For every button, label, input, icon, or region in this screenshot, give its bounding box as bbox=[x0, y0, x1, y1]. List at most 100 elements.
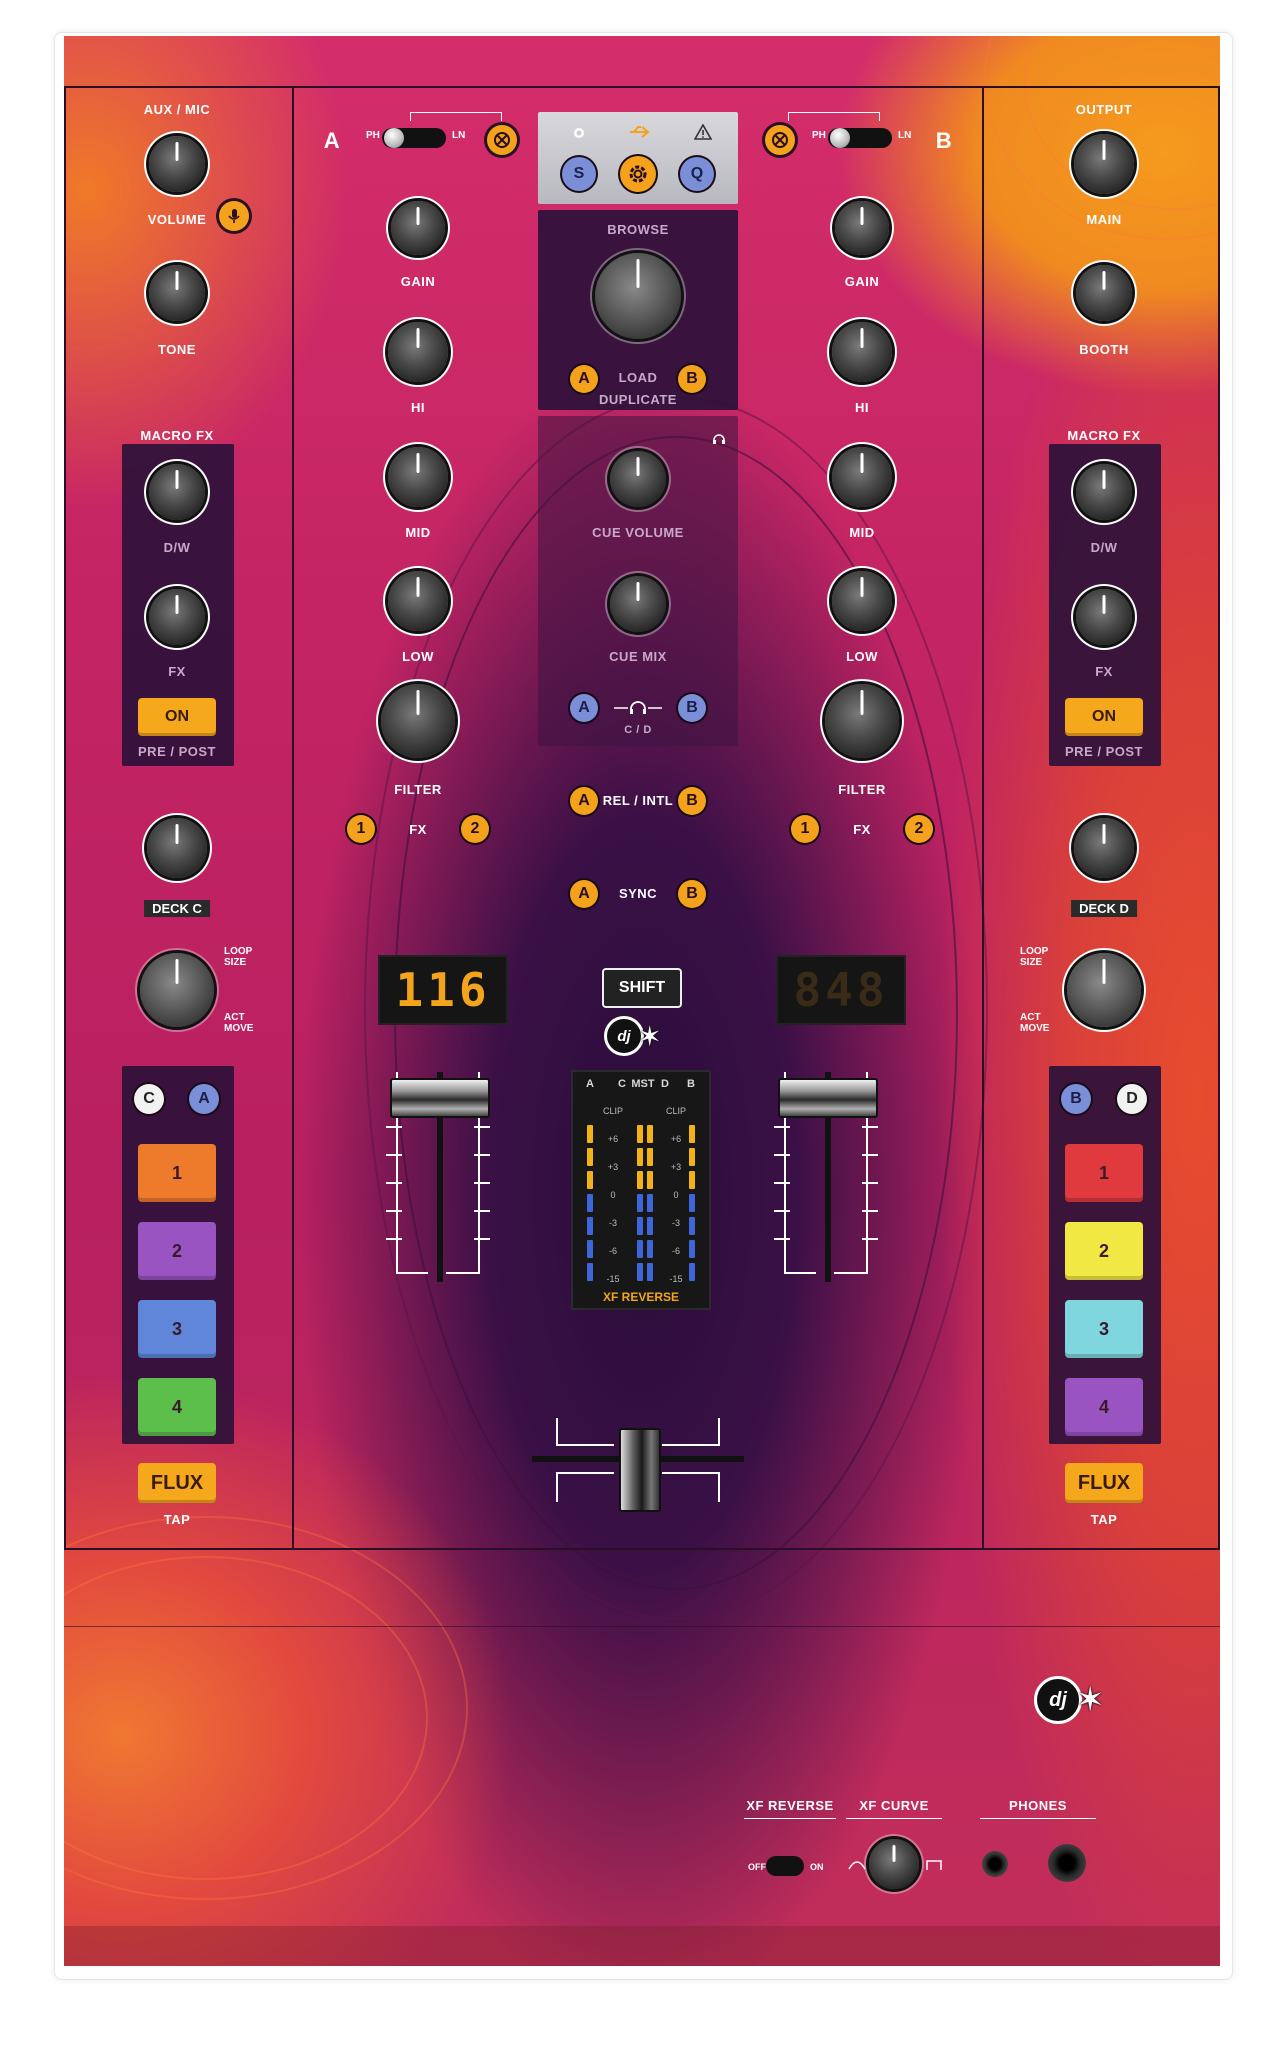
sync-b-button[interactable]: B bbox=[678, 880, 706, 908]
macro-fx-knob[interactable] bbox=[1076, 589, 1132, 645]
pad-1[interactable]: 1 bbox=[1065, 1144, 1143, 1202]
loop-size-encoder[interactable] bbox=[140, 953, 214, 1027]
meter-scale: 0 bbox=[610, 1190, 616, 1200]
browse-encoder[interactable] bbox=[595, 253, 681, 339]
macro-on-button[interactable]: ON bbox=[1065, 698, 1143, 736]
hi-eq-knob[interactable] bbox=[388, 322, 448, 382]
deck-d-knob[interactable] bbox=[1074, 818, 1134, 878]
no-stop-icon[interactable] bbox=[765, 125, 795, 155]
flux-button[interactable]: FLUX bbox=[1065, 1463, 1143, 1503]
booth-knob[interactable] bbox=[1076, 265, 1132, 321]
fader-guide bbox=[396, 1272, 428, 1274]
channel-b-fader[interactable] bbox=[778, 1078, 878, 1118]
low-eq-knob[interactable] bbox=[388, 571, 448, 631]
macro-fx-knob[interactable] bbox=[149, 589, 205, 645]
low-eq-knob[interactable] bbox=[832, 571, 892, 631]
gain-knob[interactable] bbox=[835, 201, 889, 255]
xf-guide bbox=[662, 1444, 720, 1446]
pad-2[interactable]: 2 bbox=[138, 1222, 216, 1280]
meter-header: B bbox=[687, 1078, 695, 1090]
dw-label: D/W bbox=[163, 540, 191, 555]
fx1-button[interactable]: 1 bbox=[791, 815, 819, 843]
deck-c-knob[interactable] bbox=[147, 818, 207, 878]
shift-button[interactable]: SHIFT bbox=[602, 968, 682, 1008]
load-a-button[interactable]: A bbox=[570, 365, 598, 393]
meter-segment bbox=[587, 1217, 593, 1235]
deck-a-button[interactable]: A bbox=[189, 1084, 219, 1114]
fader-tick bbox=[862, 1126, 878, 1128]
macro-on-button[interactable]: ON bbox=[138, 698, 216, 736]
macro-dw-knob[interactable] bbox=[1076, 464, 1132, 520]
rel-b-button[interactable]: B bbox=[678, 787, 706, 815]
no-stop-icon[interactable] bbox=[487, 125, 517, 155]
gain-knob[interactable] bbox=[391, 201, 445, 255]
panel-divider bbox=[64, 86, 1220, 88]
booth-label: BOOTH bbox=[1079, 342, 1129, 357]
cue-b-button[interactable]: B bbox=[678, 694, 706, 722]
pad-3[interactable]: 3 bbox=[1065, 1300, 1143, 1358]
xf-curve-knob[interactable] bbox=[869, 1839, 919, 1889]
tap-label: TAP bbox=[163, 1512, 191, 1527]
channel-a-fader[interactable] bbox=[390, 1078, 490, 1118]
tone-knob[interactable] bbox=[149, 265, 205, 321]
switch-bracket bbox=[410, 112, 502, 121]
volume-knob[interactable] bbox=[149, 136, 205, 192]
fx-label: FX bbox=[1095, 664, 1113, 679]
macro-dw-knob[interactable] bbox=[149, 464, 205, 520]
cue-mix-knob[interactable] bbox=[610, 576, 666, 632]
cue-mix-label: CUE MIX bbox=[609, 649, 667, 664]
flux-button[interactable]: FLUX bbox=[138, 1463, 216, 1503]
smooth-curve-icon bbox=[848, 1858, 866, 1876]
channel-fader-track bbox=[437, 1072, 443, 1282]
fx1-button[interactable]: 1 bbox=[347, 815, 375, 843]
xf-reverse-switch[interactable] bbox=[766, 1856, 804, 1876]
load-b-button[interactable]: B bbox=[678, 365, 706, 393]
pad-2[interactable]: 2 bbox=[1065, 1222, 1143, 1280]
sync-a-button[interactable]: A bbox=[570, 880, 598, 908]
fader-guide bbox=[784, 1272, 816, 1274]
phono-line-switch[interactable] bbox=[828, 128, 892, 148]
snap-button[interactable]: S bbox=[562, 157, 596, 191]
phones-jack[interactable] bbox=[1048, 1844, 1086, 1882]
fx2-button[interactable]: 2 bbox=[461, 815, 489, 843]
pad-1[interactable]: 1 bbox=[138, 1144, 216, 1202]
panel-divider bbox=[64, 1548, 1220, 1550]
deck-c-button[interactable]: C bbox=[134, 1084, 164, 1114]
meter-scale: +6 bbox=[670, 1134, 682, 1144]
mini-phones-jack[interactable] bbox=[982, 1851, 1008, 1877]
rel-a-button[interactable]: A bbox=[570, 787, 598, 815]
warning-icon bbox=[693, 123, 713, 145]
hi-eq-knob[interactable] bbox=[832, 322, 892, 382]
deck-d-button[interactable]: D bbox=[1117, 1084, 1147, 1114]
fader-tick bbox=[774, 1126, 790, 1128]
pad-4[interactable]: 4 bbox=[138, 1378, 216, 1436]
logo-dj-badge: dj bbox=[1034, 1676, 1082, 1724]
cue-volume-knob[interactable] bbox=[610, 451, 666, 507]
phono-line-switch[interactable] bbox=[382, 128, 446, 148]
quantize-button[interactable]: Q bbox=[680, 157, 714, 191]
main-knob[interactable] bbox=[1074, 134, 1134, 194]
xf-guide bbox=[556, 1418, 558, 1446]
xf-reverse-label: XF REVERSE bbox=[746, 1798, 834, 1813]
mid-eq-knob[interactable] bbox=[388, 447, 448, 507]
fader-tick bbox=[862, 1210, 878, 1212]
settings-gear-icon[interactable] bbox=[620, 156, 656, 192]
off-label: OFF bbox=[748, 1862, 766, 1872]
filter-label: FILTER bbox=[394, 782, 442, 797]
crossfader[interactable] bbox=[619, 1428, 661, 1512]
meter-scale: -3 bbox=[671, 1218, 681, 1228]
mid-eq-knob[interactable] bbox=[832, 447, 892, 507]
loop-size-encoder[interactable] bbox=[1067, 953, 1141, 1027]
pad-3[interactable]: 3 bbox=[138, 1300, 216, 1358]
xf-curve-label: XF CURVE bbox=[859, 1798, 929, 1813]
panel-divider bbox=[982, 86, 984, 1550]
filter-knob[interactable] bbox=[381, 684, 455, 758]
pre-post-label: PRE / POST bbox=[1065, 744, 1143, 759]
cue-a-button[interactable]: A bbox=[570, 694, 598, 722]
deck-b-button[interactable]: B bbox=[1061, 1084, 1091, 1114]
deck-d-label: DECK D bbox=[1071, 900, 1137, 917]
filter-knob[interactable] bbox=[825, 684, 899, 758]
microphone-icon[interactable] bbox=[219, 201, 249, 231]
pad-4[interactable]: 4 bbox=[1065, 1378, 1143, 1436]
fx2-button[interactable]: 2 bbox=[905, 815, 933, 843]
